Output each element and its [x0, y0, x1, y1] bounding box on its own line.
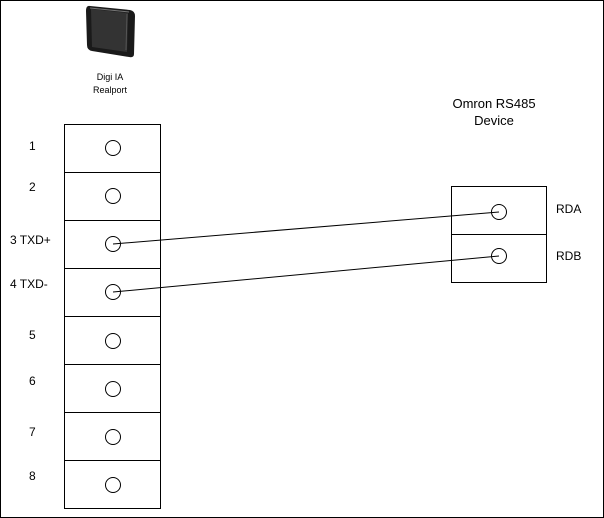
pin-label-1: 1	[29, 139, 36, 153]
terminal-1	[105, 140, 121, 156]
pin-label-3: 3 TXD+	[10, 233, 51, 247]
pin-label-rdb: RDB	[556, 249, 581, 263]
left-device-title-line1: Digi IA	[97, 72, 124, 82]
wire-txd-minus-to-rdb	[112, 255, 500, 293]
pin-label-rda: RDA	[556, 202, 581, 216]
pin-label-5: 5	[29, 328, 36, 342]
digi-device-icon	[86, 5, 135, 58]
pin-label-8: 8	[29, 469, 36, 483]
pin-label-6: 6	[29, 374, 36, 388]
left-terminal-block	[64, 124, 161, 509]
pin-label-2: 2	[29, 180, 36, 194]
pin-label-7: 7	[29, 425, 36, 439]
terminal-7	[105, 429, 121, 445]
pin-label-4: 4 TXD-	[10, 277, 48, 291]
terminal-2	[105, 188, 121, 204]
right-device-title-line2: Device	[474, 113, 514, 128]
terminal-6	[105, 381, 121, 397]
terminal-8	[105, 477, 121, 493]
right-terminal-block	[451, 186, 547, 283]
right-device-title-line1: Omron RS485	[452, 96, 535, 111]
left-device-title-line2: Realport	[93, 85, 128, 95]
terminal-5	[105, 333, 121, 349]
wire-txd-plus-to-rda	[112, 211, 500, 245]
